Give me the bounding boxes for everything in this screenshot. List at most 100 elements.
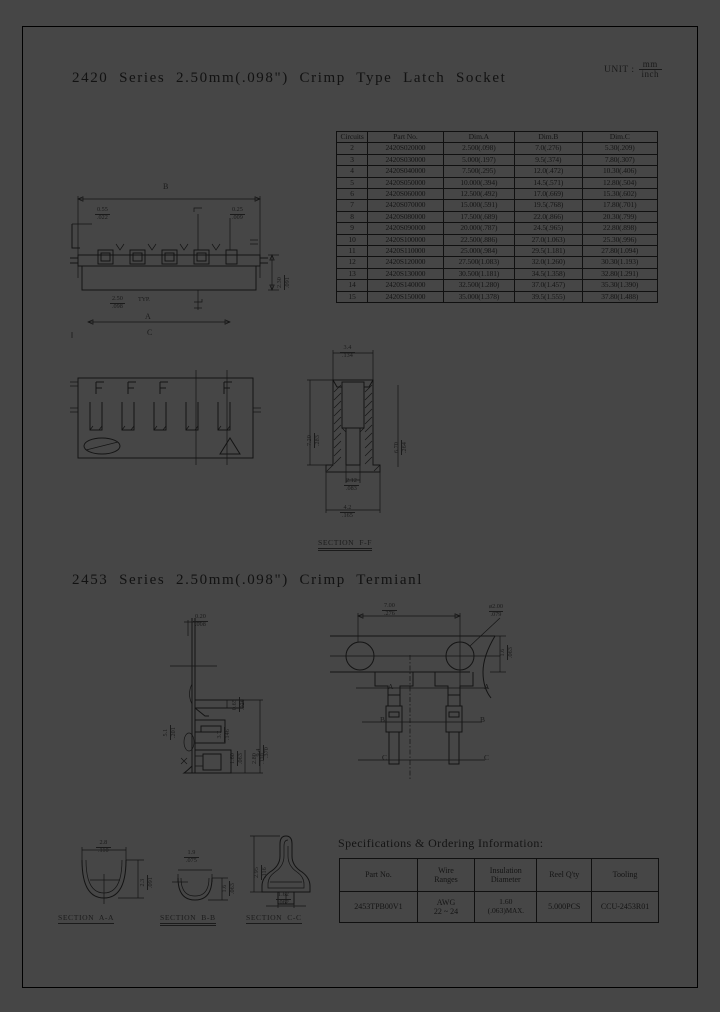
cell-dim-b: 12.0(.472)	[514, 165, 583, 178]
cell-dim-a: 27.500(1.083)	[442, 256, 516, 269]
cell-circuits: 14	[335, 279, 369, 292]
ff-slot-den: .083	[344, 484, 359, 492]
terminal-top-view	[330, 613, 506, 780]
marker-a-left: A	[388, 682, 394, 691]
terminal-d2-dim: 3.7 .146	[216, 727, 231, 742]
spec-part-no: 2453TPB00V1	[339, 891, 418, 923]
spec-ins-l2: (.063)	[487, 906, 506, 915]
section-cc-height-dim: 2.95 .116	[253, 865, 268, 880]
section-ff-height2-dim: 6.70 .264	[393, 440, 408, 455]
cell-dim-a: 17.500(.689)	[442, 210, 516, 224]
terminal-d1-dim: 0.65 .026	[231, 697, 246, 712]
spec-data-row: 2453TPB00V1 AWG 22 ~ 24 1.60 (.063)MAX. …	[339, 891, 659, 923]
spec-wire-l2: 22 ~ 24	[433, 907, 459, 916]
marker-c-right: C	[484, 753, 489, 762]
section-ff-slot-dim: 2.12 .083	[344, 477, 359, 492]
cell-dim-a: 22.500(.886)	[442, 233, 516, 247]
cell-circuits: 6	[335, 188, 369, 201]
section-cc-label: SECTION C-C	[246, 913, 302, 924]
spec-reel-qty: 5.000PCS	[536, 891, 593, 923]
spec-th-wire-ranges: Wire Ranges	[416, 858, 476, 892]
front-view-drawing	[70, 196, 279, 338]
cell-dim-b: 17.0(.669)	[514, 188, 583, 201]
cell-part-no: 2420S070000	[367, 199, 444, 212]
spec-ins-l2-wrap: (.063)MAX.	[476, 906, 535, 916]
insulation-line2: Diameter	[490, 875, 521, 884]
ff-w-num: 3.4	[343, 344, 352, 351]
front-view-dim-a: A	[145, 312, 151, 321]
section-bb-label: SECTION B-B	[160, 913, 216, 926]
front-view-pitch-dim: 2.50 .098	[110, 295, 125, 310]
section-aa-label: SECTION A-A	[58, 913, 115, 924]
spec-ins-max: MAX.	[505, 907, 525, 915]
cell-circuits: 10	[335, 233, 369, 247]
aa-h-den: .091	[146, 875, 154, 890]
cell-part-no: 2420S050000	[367, 176, 444, 190]
cell-circuits: 5	[335, 176, 369, 190]
topview-hole-dim: ø2.00 .079	[487, 603, 505, 618]
cell-circuits: 2	[335, 142, 369, 155]
marker-a-right: A	[484, 682, 490, 691]
cc-w-den: .062	[276, 898, 291, 906]
section-aa-drawing	[81, 847, 144, 904]
ff-base-num: 4.2	[343, 504, 352, 511]
d1-den: .026	[238, 697, 246, 712]
cell-dim-a: 10.000(.394)	[442, 176, 516, 190]
cell-circuits: 15	[335, 290, 369, 304]
th-dim-a: Dim.A	[442, 130, 516, 144]
cell-dim-a: 30.500(1.181)	[442, 267, 516, 281]
front-view-pin-dim: 0.25 .009	[230, 206, 245, 221]
marker-b-left: B	[380, 715, 385, 724]
terminal-tab-dim: 0.20 .008	[193, 613, 208, 628]
terminal-t-dim: 5.1 .201	[162, 725, 177, 740]
unit-numerator: mm	[638, 59, 662, 71]
section2-title: 2453 Series 2.50mm(.098") Crimp Termianl	[72, 572, 423, 588]
cell-dim-c: 35.30(1.390)	[581, 279, 658, 292]
cell-dim-a: 7.500(.295)	[442, 165, 516, 178]
cell-dim-c: 25.30(.996)	[581, 233, 658, 247]
section-ff-drawing	[307, 350, 399, 513]
cell-dim-b: 24.5(.965)	[514, 222, 583, 235]
section-ff-base-dim: 4.2 .165	[340, 504, 355, 519]
spec-insulation-diameter: 1.60 (.063)MAX.	[474, 891, 538, 923]
front-view-thickness-dim: 0.55 .022	[95, 206, 110, 221]
marker-c-left: C	[382, 753, 387, 762]
cell-dim-c: 12.80(.504)	[581, 176, 658, 190]
cc-h-den: .116	[260, 865, 268, 880]
spec-ins-l1: 1.60	[499, 897, 513, 907]
spec-tooling: CCU-2453R01	[591, 891, 659, 923]
tv-hole-num: ø2.00	[489, 603, 503, 610]
cell-dim-c: 15.30(.602)	[581, 188, 658, 201]
section-ff-label: SECTION F-F	[318, 538, 373, 551]
cell-part-no: 2420S030000	[367, 153, 444, 167]
cell-dim-b: 7.0(.276)	[514, 142, 583, 155]
cell-dim-b: 9.5(.374)	[514, 153, 583, 167]
cell-circuits: 13	[335, 267, 369, 281]
bb-w-den: .075	[184, 856, 199, 864]
unit-note: UNIT : mm inch	[604, 59, 663, 80]
ff-h2-den: .264	[400, 440, 408, 455]
cell-circuits: 7	[335, 199, 369, 212]
cell-dim-b: 29.5(1.181)	[514, 245, 583, 258]
tv-w-den: .063	[506, 645, 514, 660]
spec-th-reel-qty: Reel Q'ty	[536, 858, 593, 892]
section-bb-height-dim: 1.6 .063	[221, 881, 236, 896]
spec-table-title: Specifications & Ordering Information:	[338, 836, 544, 850]
tab-num: 0.20	[195, 613, 206, 620]
section1-title: 2420 Series 2.50mm(.098") Crimp Type Lat…	[72, 70, 507, 86]
page-border	[22, 26, 698, 988]
front-view-pitch-typ: TYP.	[138, 296, 150, 303]
cell-circuits: 11	[335, 245, 369, 258]
section-aa-height-dim: 2.3 .091	[139, 875, 154, 890]
cell-dim-a: 5.000(.197)	[442, 153, 516, 167]
cell-dim-c: 20.30(.799)	[581, 210, 658, 224]
unit-label: UNIT :	[604, 64, 635, 75]
